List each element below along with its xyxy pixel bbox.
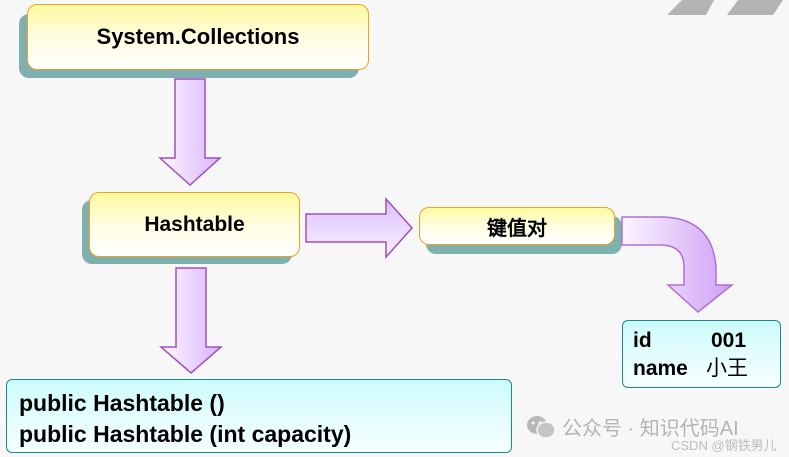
csdn-watermark: CSDN @钢铁男儿 — [671, 438, 777, 453]
constructor-line: public Hashtable (int capacity) — [19, 421, 352, 447]
wechat-icon — [527, 416, 556, 439]
arrow-down-icon — [158, 78, 222, 187]
corner-decoration — [667, 0, 783, 15]
key-value-node-box: 键值对 — [419, 207, 615, 245]
example-row: name 小王 — [633, 355, 780, 383]
example-row: id 001 — [633, 327, 780, 355]
decor-stripe-2 — [727, 0, 783, 15]
hashtable-node-box: Hashtable — [89, 192, 300, 257]
arrow-down-icon — [158, 267, 224, 374]
root-node-box: System.Collections — [27, 4, 369, 70]
decor-stripe-1 — [667, 0, 714, 15]
example-key: id — [633, 329, 652, 352]
hashtable-node-label: Hashtable — [144, 212, 245, 236]
constructor-line: public Hashtable () — [19, 390, 225, 416]
example-value: 001 — [711, 329, 747, 352]
constructors-box: public Hashtable () public Hashtable (in… — [6, 379, 512, 453]
root-node-label: System.Collections — [96, 24, 300, 49]
example-value: 小王 — [706, 357, 748, 380]
curved-arrow-icon — [621, 216, 735, 313]
example-key: name — [633, 357, 688, 380]
example-box: id 001 name 小王 — [622, 320, 781, 388]
key-value-node-label: 键值对 — [487, 217, 547, 240]
arrow-right-icon — [305, 197, 414, 259]
wechat-watermark: 公众号 · 知识代码AI — [562, 418, 739, 440]
